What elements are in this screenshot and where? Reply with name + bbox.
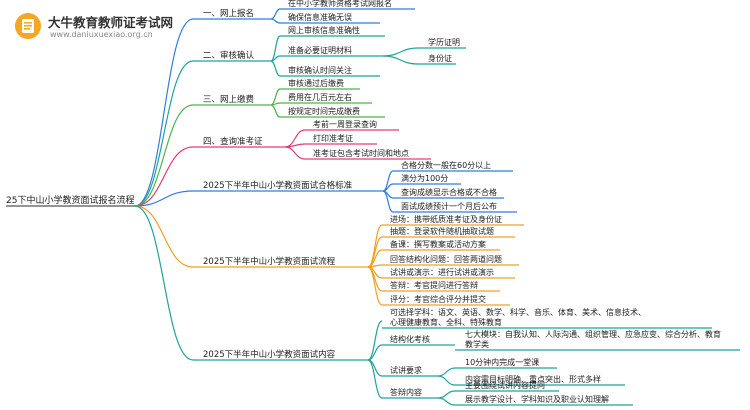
grandchild-node: 主要围绕试讲内容提问 xyxy=(465,380,545,390)
child-connector xyxy=(270,8,281,20)
child-node: 确保信息准确无误 xyxy=(288,12,352,22)
child-node: 审核通过后缴费 xyxy=(288,78,344,88)
child-connector xyxy=(367,320,383,361)
child-node-subjects-line: 心理健康教育、全科、特殊教育 xyxy=(390,317,502,327)
child-node: 费用在几百元左右 xyxy=(288,92,352,102)
child-connector xyxy=(367,224,383,268)
logo-book-icon xyxy=(15,13,41,39)
child-connector xyxy=(284,143,306,148)
child-node: 准考证包含考试时间和地点 xyxy=(313,148,409,158)
grandchild-connector xyxy=(437,375,456,386)
grandchild-node-modules: 七大模块：自我认知、人际沟通、组织管理、应急应变、综合分析、教育教学类 xyxy=(465,329,721,349)
branch-connector xyxy=(134,205,194,361)
branch-connector xyxy=(134,146,194,207)
branch-connector xyxy=(134,190,194,207)
grandchild-connector xyxy=(437,397,456,406)
child-node: 答辩内容 xyxy=(390,387,422,397)
child-node: 结构化考核 xyxy=(390,334,430,344)
child-node: 查询成绩显示合格或不合格 xyxy=(401,187,497,197)
grandchild-connector xyxy=(437,367,456,377)
child-node: 打印准考证 xyxy=(313,133,353,143)
branch-node: 一、网上报名 xyxy=(203,8,254,19)
child-connector xyxy=(367,236,383,268)
child-node: 按规定时间完成缴费 xyxy=(288,106,360,116)
child-node: 准备必要证明材料 xyxy=(288,45,352,55)
child-node-subjects-line: 可选择学科：语文、英语、数学、科学、音乐、体育、美术、信息技术、 xyxy=(390,307,646,317)
child-connector xyxy=(270,35,281,62)
child-node: 在中小学教师资格考试网报名 xyxy=(288,0,392,8)
logo-title: 大牛教育教师证考试网 xyxy=(48,15,174,30)
branch-node: 2025下半年中山小学教资面试流程 xyxy=(203,256,336,267)
child-node: 备课：撰写教案或活动方案 xyxy=(390,239,486,249)
child-connector xyxy=(270,18,281,24)
logo: 大牛教育教师证考试网 www.daniuxuexiao.org.cn xyxy=(14,12,173,44)
child-node: 面试成绩预计一个月后公布 xyxy=(401,201,497,211)
grandchild-node-modules-line: 七大模块：自我认知、人际沟通、组织管理、应急应变、综合分析、教育 xyxy=(465,329,721,339)
child-node: 评分：考官综合评分并提交 xyxy=(390,294,486,304)
child-node: 进场：携带纸质准考证及身份证 xyxy=(390,214,502,224)
branch-node: 2025下半年中山小学教资面试合格标准 xyxy=(203,180,353,191)
child-node: 回答结构化问题：回答两道问题 xyxy=(390,254,502,264)
grandchild-node: 10分钟内完成一堂课 xyxy=(465,357,539,367)
branch-connector xyxy=(134,18,194,207)
grandchild-node: 身份证 xyxy=(428,53,452,63)
child-connector xyxy=(367,344,383,361)
branch-connector xyxy=(134,60,194,207)
logo-subtitle: www.daniuxuexiao.org.cn xyxy=(50,30,153,39)
branch-node: 二、审核确认 xyxy=(203,50,255,61)
branch-connector xyxy=(134,205,194,268)
branch-node: 2025下半年中山小学教资面试内容 xyxy=(203,349,336,360)
grandchild-connector xyxy=(437,390,456,399)
child-node: 试讲或演示：进行试讲或演示 xyxy=(390,267,494,277)
branch-node: 三、网上缴费 xyxy=(203,94,255,105)
child-node: 试讲要求 xyxy=(390,365,422,375)
child-node: 考前一周登录查询 xyxy=(313,119,377,129)
branch-node: 四、查询准考证 xyxy=(203,136,263,147)
grandchild-node: 展示教学设计、学科知识及职业认知理解 xyxy=(465,394,609,404)
grandchild-node: 学历证明 xyxy=(428,37,460,47)
grandchild-node: 内容需目标明确、重点突出、形式多样 xyxy=(465,374,601,384)
child-node: 抽题：登录软件随机抽取试题 xyxy=(390,226,494,236)
child-connector xyxy=(382,190,394,213)
child-node: 审核确认时间关注 xyxy=(288,65,352,75)
child-node: 答辩：考官提问进行答辩 xyxy=(390,280,478,290)
child-node-subjects: 可选择学科：语文、英语、数学、科学、音乐、体育、美术、信息技术、心理健康教育、全… xyxy=(390,307,646,327)
grandchild-connector xyxy=(382,55,419,65)
child-connector xyxy=(270,60,281,77)
child-connector xyxy=(270,104,281,118)
child-node: 网上审核信息准确性 xyxy=(288,25,360,35)
grandchild-connector xyxy=(382,47,419,57)
child-connector xyxy=(284,146,306,160)
child-connector xyxy=(270,55,281,62)
child-node: 合格分数一般在60分以上 xyxy=(401,160,491,170)
root-node: 25下中山小学教资面试报名流程 xyxy=(6,194,134,206)
child-node: 满分为100分 xyxy=(401,173,448,183)
child-connector xyxy=(367,359,383,399)
grandchild-node-modules-line: 教学类 xyxy=(465,339,489,349)
child-connector xyxy=(367,266,383,306)
branch-connector xyxy=(134,104,194,207)
